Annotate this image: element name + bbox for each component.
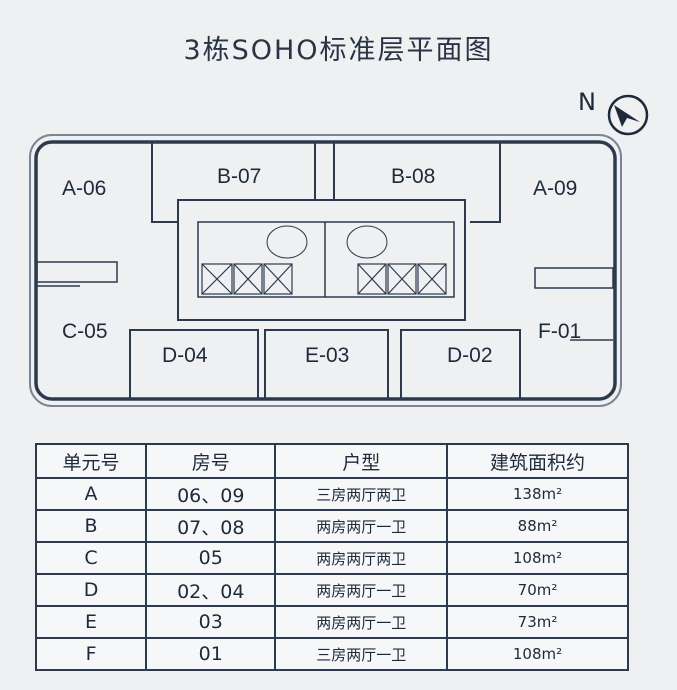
room-cell: 01 bbox=[145, 637, 277, 671]
stair-elevator-core bbox=[197, 221, 455, 298]
area-cell: 88m² bbox=[446, 509, 629, 543]
unit-label-a06: A-06 bbox=[62, 177, 107, 200]
layout-cell: 两房两厅一卫 bbox=[274, 509, 449, 543]
floor-plan-drawing bbox=[29, 94, 649, 407]
area-cell: 73m² bbox=[446, 605, 629, 639]
layout-cell: 三房两厅一卫 bbox=[274, 637, 449, 671]
area-cell: 108m² bbox=[446, 637, 629, 671]
unit-cell: C bbox=[34, 541, 148, 575]
unit-cell: A bbox=[34, 477, 148, 511]
header-area: 建筑面积约 bbox=[446, 443, 629, 479]
area-cell: 70m² bbox=[446, 573, 629, 607]
unit-cell: E bbox=[34, 605, 148, 639]
layout-cell: 两房两厅一卫 bbox=[274, 605, 449, 639]
room-cell: 05 bbox=[145, 541, 277, 575]
room-cell: 06、09 bbox=[145, 477, 277, 511]
header-unit: 单元号 bbox=[34, 443, 148, 479]
outer-facade bbox=[29, 134, 622, 407]
layout-cell: 三房两厅两卫 bbox=[274, 477, 449, 511]
unit-label-a09: A-09 bbox=[533, 177, 578, 200]
unit-label-f01: F-01 bbox=[538, 320, 582, 343]
unit-label-e03: E-03 bbox=[305, 344, 350, 367]
unit-label-b08: B-08 bbox=[391, 165, 436, 188]
room-cell: 03 bbox=[145, 605, 277, 639]
unit-label-c05: C-05 bbox=[62, 320, 108, 343]
room-cell: 02、04 bbox=[145, 573, 277, 607]
table-header-row: 单元号 房号 户型 建筑面积约 bbox=[34, 443, 629, 479]
north-arrow-icon bbox=[607, 94, 649, 136]
exterior-wall bbox=[34, 140, 617, 401]
north-label: N bbox=[578, 88, 596, 116]
area-cell: 138m² bbox=[446, 477, 629, 511]
room-cell: 07、08 bbox=[145, 509, 277, 543]
unit-cell: F bbox=[34, 637, 148, 671]
header-layout: 户型 bbox=[274, 443, 449, 479]
unit-label-b07: B-07 bbox=[217, 165, 262, 188]
unit-cell: B bbox=[34, 509, 148, 543]
core bbox=[177, 199, 466, 321]
layout-cell: 两房两厅一卫 bbox=[274, 573, 449, 607]
header-room: 房号 bbox=[145, 443, 277, 479]
area-cell: 108m² bbox=[446, 541, 629, 575]
unit-cell: D bbox=[34, 573, 148, 607]
page-title: 3栋SOHO标准层平面图 bbox=[183, 35, 494, 66]
layout-cell: 两房两厅两卫 bbox=[274, 541, 449, 575]
unit-label-d02: D-02 bbox=[447, 344, 493, 367]
unit-label-d04: D-04 bbox=[162, 344, 208, 367]
